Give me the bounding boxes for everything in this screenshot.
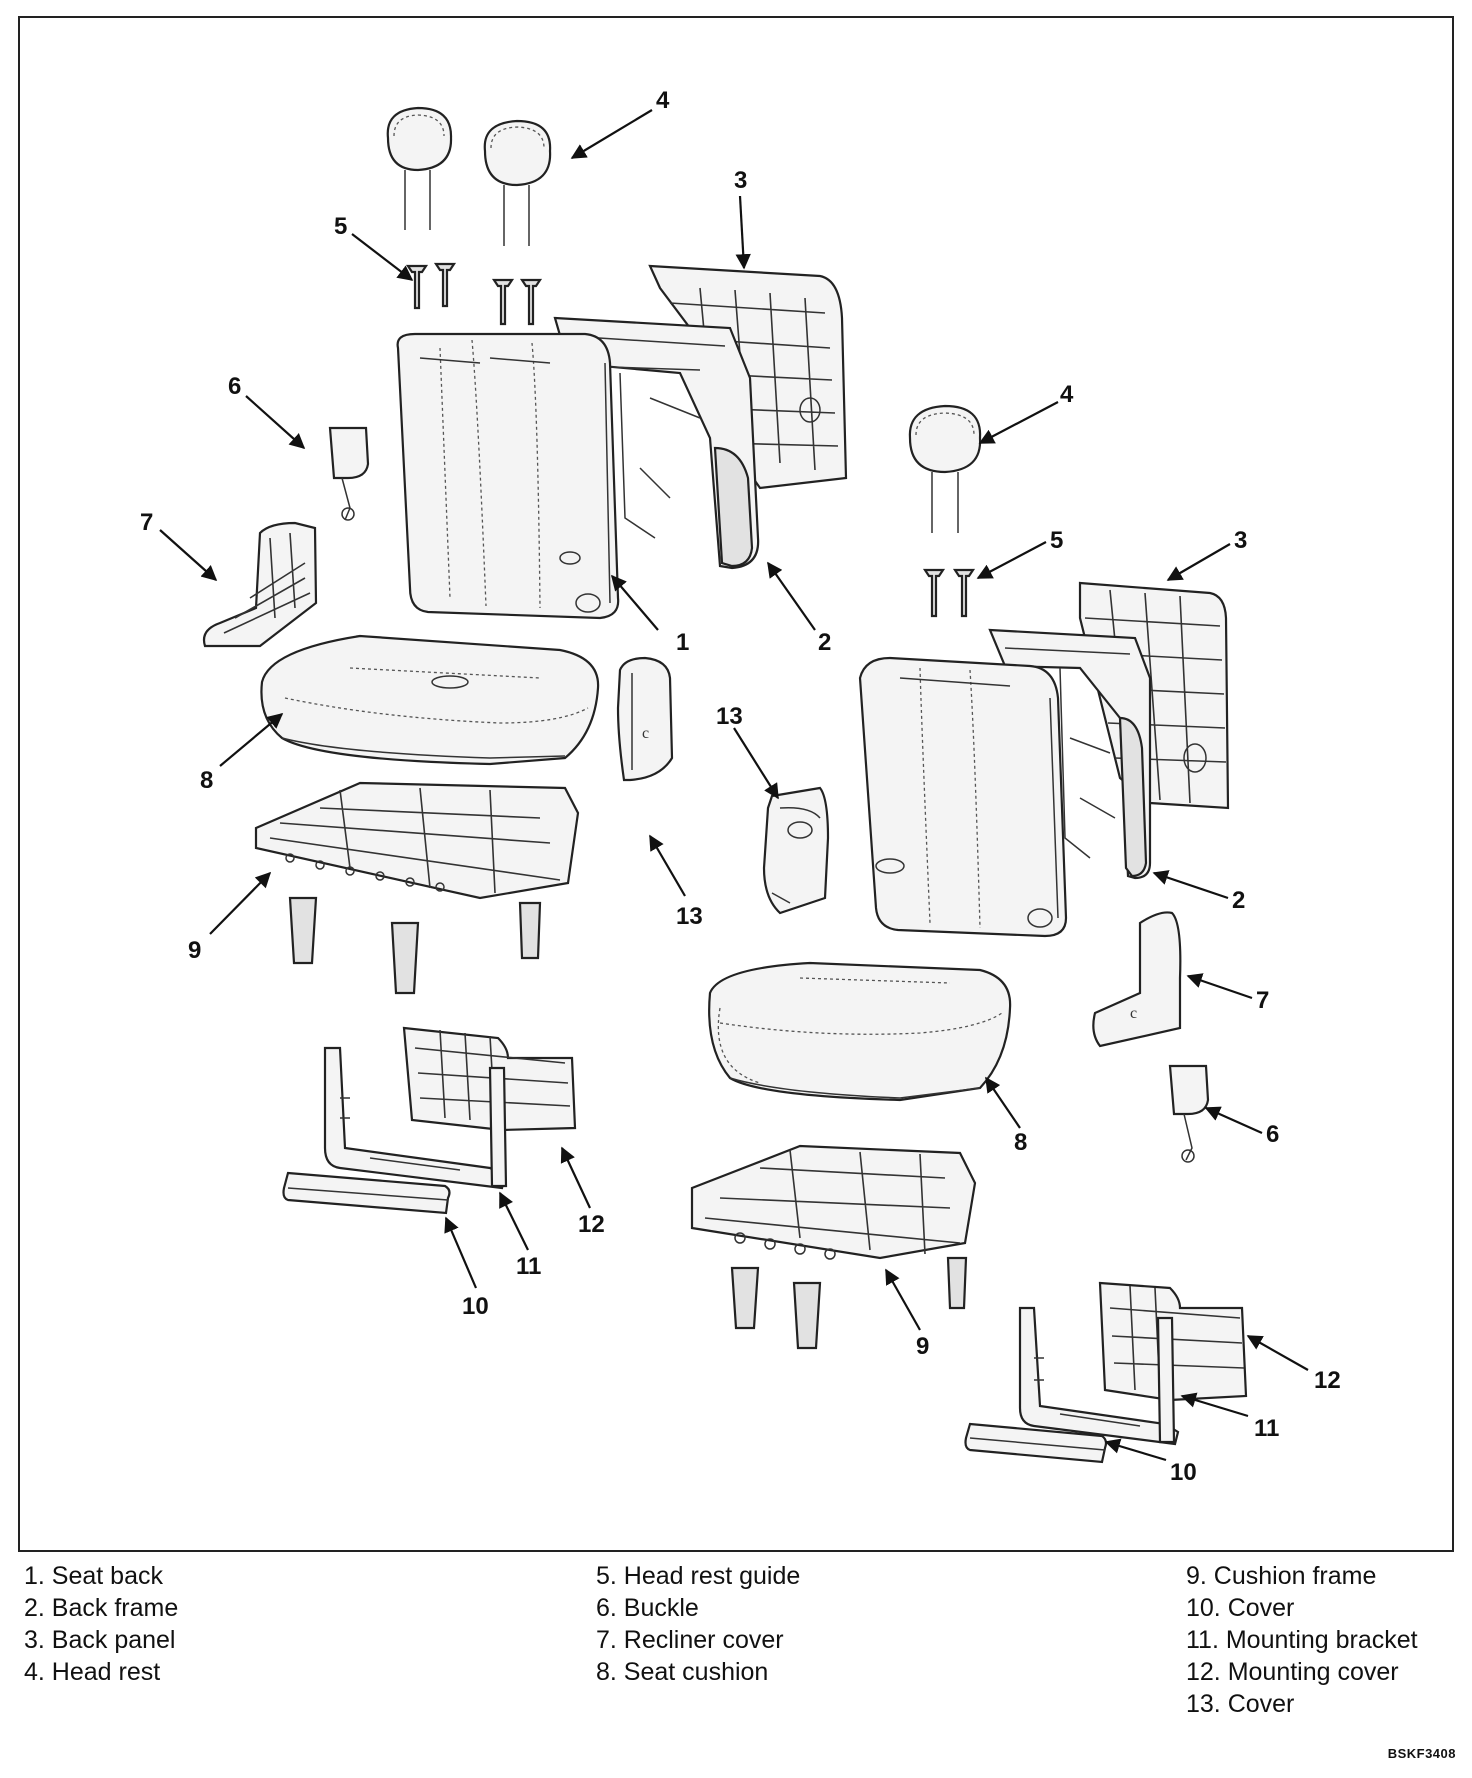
head-rest-right [908,404,982,533]
buckle-left [328,426,370,521]
legend-item: 13. Cover [1186,1690,1295,1718]
seat-back-left [396,332,620,620]
callout-13-bottom: 13 [676,903,703,930]
legend-item: 12. Mounting cover [1186,1658,1399,1686]
callout-3-right: 3 [1234,527,1247,554]
mounting-bracket-left [323,1046,508,1190]
head-rest-guides-left [405,262,543,326]
legend-item: 2. Back frame [24,1594,179,1622]
legend-item: 5. Head rest guide [596,1562,801,1590]
cover-13-left: c [616,656,674,782]
legend-item: 11. Mounting bracket [1186,1626,1418,1654]
recliner-cover-left [202,521,318,648]
legend-item: 8. Seat cushion [596,1658,769,1686]
cover-10-left [282,1171,451,1215]
callout-4-left: 4 [656,87,670,114]
mounting-bracket-right [1018,1306,1180,1446]
legend-column-1: 1. Seat back 2. Back frame 3. Back panel… [24,1560,178,1688]
parts-legend: 1. Seat back 2. Back frame 3. Back panel… [24,1560,1454,1740]
head-rest-left-b [483,119,552,246]
diagram-frame: c [18,16,1454,1552]
callout-7-left: 7 [140,509,153,536]
callout-12-right: 12 [1314,1367,1341,1394]
buckle-right [1168,1064,1210,1163]
legend-item: 3. Back panel [24,1626,176,1654]
legend-column-2: 5. Head rest guide 6. Buckle 7. Recliner… [596,1560,800,1688]
seat-cushion-right [708,961,1012,1102]
callout-2-left: 2 [818,629,831,656]
callout-6-left: 6 [228,373,241,400]
callout-1: 1 [676,629,689,656]
legend-item: 6. Buckle [596,1594,699,1622]
callout-7-right: 7 [1256,987,1269,1014]
callout-5-left: 5 [334,213,347,240]
svg-text:c: c [1130,1005,1137,1022]
cushion-frame-left [254,781,580,995]
seat-back-right [858,656,1068,938]
callout-12-left: 12 [578,1211,605,1238]
legend-column-3: 9. Cushion frame 10. Cover 11. Mounting … [1186,1560,1418,1720]
callout-8-left: 8 [200,767,213,794]
callout-13-top: 13 [716,703,743,730]
callout-4-right: 4 [1060,381,1074,408]
leader-lines [159,109,1309,1462]
callout-10-right: 10 [1170,1459,1197,1486]
back-frame-left [553,316,760,570]
callout-9-right: 9 [916,1333,929,1360]
legend-item: 4. Head rest [24,1658,161,1686]
cover-13-right [762,786,830,915]
legend-item: 7. Recliner cover [596,1626,784,1654]
callout-3-left: 3 [734,167,747,194]
head-rest-left-a [386,106,453,230]
callout-2-right: 2 [1232,887,1245,914]
cushion-frame-right [690,1144,977,1350]
legend-item: 1. Seat back [24,1562,163,1590]
cover-10-right [964,1422,1108,1464]
exploded-seat-diagram: c [140,87,1341,1486]
legend-item: 10. Cover [1186,1594,1295,1622]
back-frame-right [988,628,1152,880]
figure-code: BSKF3408 [1387,1746,1456,1761]
callout-11-right: 11 [1254,1415,1279,1442]
callout-9-left: 9 [188,937,201,964]
callout-5-right: 5 [1050,527,1063,554]
seat-cushion-left [260,634,600,766]
callout-11-left: 11 [516,1253,541,1280]
callout-numbers: 4 3 5 6 7 1 2 8 9 13 13 4 5 3 2 7 6 8 9 … [140,87,1341,1486]
recliner-cover-right: c [1092,911,1182,1048]
callout-8-right: 8 [1014,1129,1027,1156]
callout-10-left: 10 [462,1293,489,1320]
callout-6-right: 6 [1266,1121,1279,1148]
svg-text:c: c [642,725,649,742]
head-rest-guides-right [922,568,976,618]
legend-item: 9. Cushion frame [1186,1562,1377,1590]
